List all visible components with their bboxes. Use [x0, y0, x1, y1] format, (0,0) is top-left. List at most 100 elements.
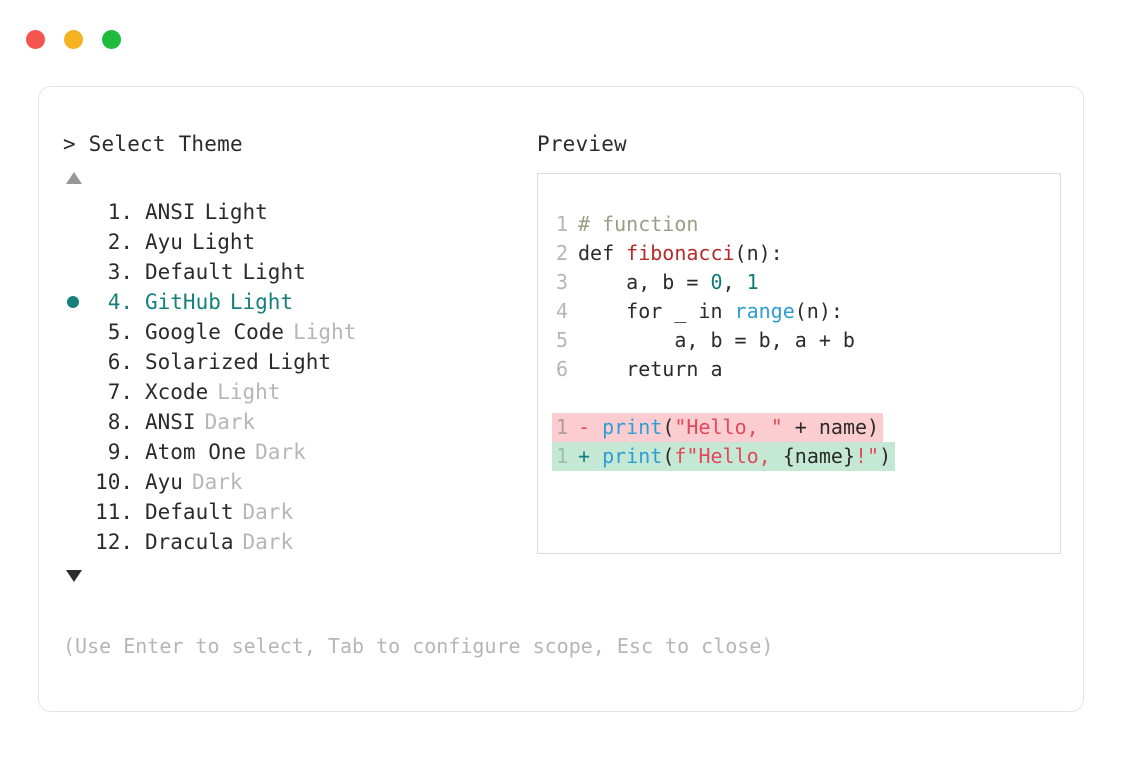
code-token: + name)	[782, 415, 880, 439]
scroll-up-indicator[interactable]	[63, 165, 533, 191]
theme-item-name: Google Code	[145, 320, 285, 344]
selection-bullet-cell	[63, 497, 89, 527]
line-number: 3	[555, 270, 568, 294]
theme-item-name: Default	[145, 260, 234, 284]
code-token: fibonacci	[626, 241, 735, 265]
theme-item-name: Ayu	[145, 230, 183, 254]
code-token: ,	[722, 270, 747, 294]
code-token: 0	[710, 270, 723, 294]
code-token: {name}	[782, 444, 855, 468]
preview-title: Preview	[537, 132, 627, 156]
code-token: (n):	[794, 299, 843, 323]
line-number: 1	[555, 415, 568, 439]
theme-item-name: ANSI	[145, 200, 196, 224]
theme-item-index: 5.	[107, 320, 133, 344]
theme-item-variant: Dark	[204, 410, 256, 434]
code-token: a, b =	[578, 270, 711, 294]
theme-item-name: Xcode	[145, 380, 209, 404]
theme-item-variant: Light	[191, 230, 256, 254]
theme-item-index: 12.	[95, 530, 133, 554]
code-line: 5 a, b = b, a + b	[552, 326, 855, 355]
theme-list-item[interactable]: 5. Google Code Light	[63, 317, 533, 347]
theme-item-index: 9.	[107, 440, 133, 464]
code-token: (	[662, 444, 675, 468]
theme-item-variant: Light	[229, 290, 294, 314]
line-number: 1	[555, 212, 568, 236]
code-line: 2 def fibonacci(n):	[552, 239, 783, 268]
code-blank-line	[552, 384, 1060, 413]
theme-item-name: ANSI	[145, 410, 196, 434]
code-line: 3 a, b = 0, 1	[552, 268, 759, 297]
theme-item-variant: Dark	[255, 440, 306, 464]
code-token: def	[578, 241, 627, 265]
line-number: 6	[555, 357, 568, 381]
code-token: range	[734, 299, 795, 323]
selected-bullet-icon	[67, 296, 79, 308]
code-token: )	[879, 444, 892, 468]
selection-bullet-cell	[63, 377, 89, 407]
theme-item-index: 3.	[107, 260, 133, 284]
code-token: for _ in	[578, 299, 735, 323]
line-number: 4	[555, 299, 568, 323]
theme-item-variant: Light	[204, 200, 268, 224]
selection-bullet-cell	[63, 437, 89, 467]
theme-item-index: 4.	[107, 290, 133, 314]
scroll-down-indicator[interactable]	[63, 563, 533, 589]
line-number: 5	[555, 328, 568, 352]
code-line: 4 for _ in range(n):	[552, 297, 843, 326]
theme-item-variant: Light	[267, 350, 332, 374]
theme-item-name: Atom One	[145, 440, 247, 464]
theme-list-item[interactable]: 8. ANSI Dark	[63, 407, 533, 437]
theme-item-name: Dracula	[145, 530, 234, 554]
theme-item-index: 10.	[95, 470, 133, 494]
diff-added-line: 1+ print(f"Hello, {name}!")	[552, 442, 896, 471]
theme-item-variant: Dark	[191, 470, 243, 494]
selection-bullet-cell	[63, 317, 89, 347]
code-token: print	[602, 415, 663, 439]
theme-list-item[interactable]: 1. ANSI Light	[63, 197, 533, 227]
minimize-dot[interactable]	[64, 30, 83, 49]
code-token: -	[578, 415, 603, 439]
triangle-down-icon	[66, 570, 82, 582]
theme-item-variant: Light	[293, 320, 357, 344]
close-dot[interactable]	[26, 30, 45, 49]
code-token: (n):	[734, 241, 783, 265]
theme-list-item[interactable]: 9. Atom One Dark	[63, 437, 533, 467]
code-token: f"Hello,	[674, 444, 783, 468]
theme-item-index: 1.	[107, 200, 133, 224]
theme-list-item[interactable]: 7. Xcode Light	[63, 377, 533, 407]
selection-bullet-cell	[63, 347, 89, 377]
code-token: "Hello, "	[674, 415, 783, 439]
prompt-label: > Select Theme	[63, 132, 243, 156]
triangle-up-icon	[66, 172, 82, 184]
code-token: return a	[578, 357, 723, 381]
code-token: +	[578, 444, 603, 468]
theme-item-name: Solarized	[145, 350, 259, 374]
selection-bullet-cell	[63, 257, 89, 287]
theme-list-item[interactable]: 2. Ayu Light	[63, 227, 533, 257]
diff-removed-line: 1- print("Hello, " + name)	[552, 413, 884, 442]
selection-bullet-cell	[63, 527, 89, 557]
window-traffic-lights	[26, 30, 121, 49]
code-token: (	[662, 415, 675, 439]
theme-item-index: 2.	[107, 230, 133, 254]
maximize-dot[interactable]	[102, 30, 121, 49]
theme-item-index: 7.	[107, 380, 133, 404]
code-token: print	[602, 444, 663, 468]
selection-bullet-cell	[63, 287, 89, 317]
line-number: 1	[555, 444, 568, 468]
code-token: # function	[578, 212, 699, 236]
line-number: 2	[555, 241, 568, 265]
theme-item-variant: Light	[217, 380, 281, 404]
theme-item-index: 8.	[107, 410, 133, 434]
